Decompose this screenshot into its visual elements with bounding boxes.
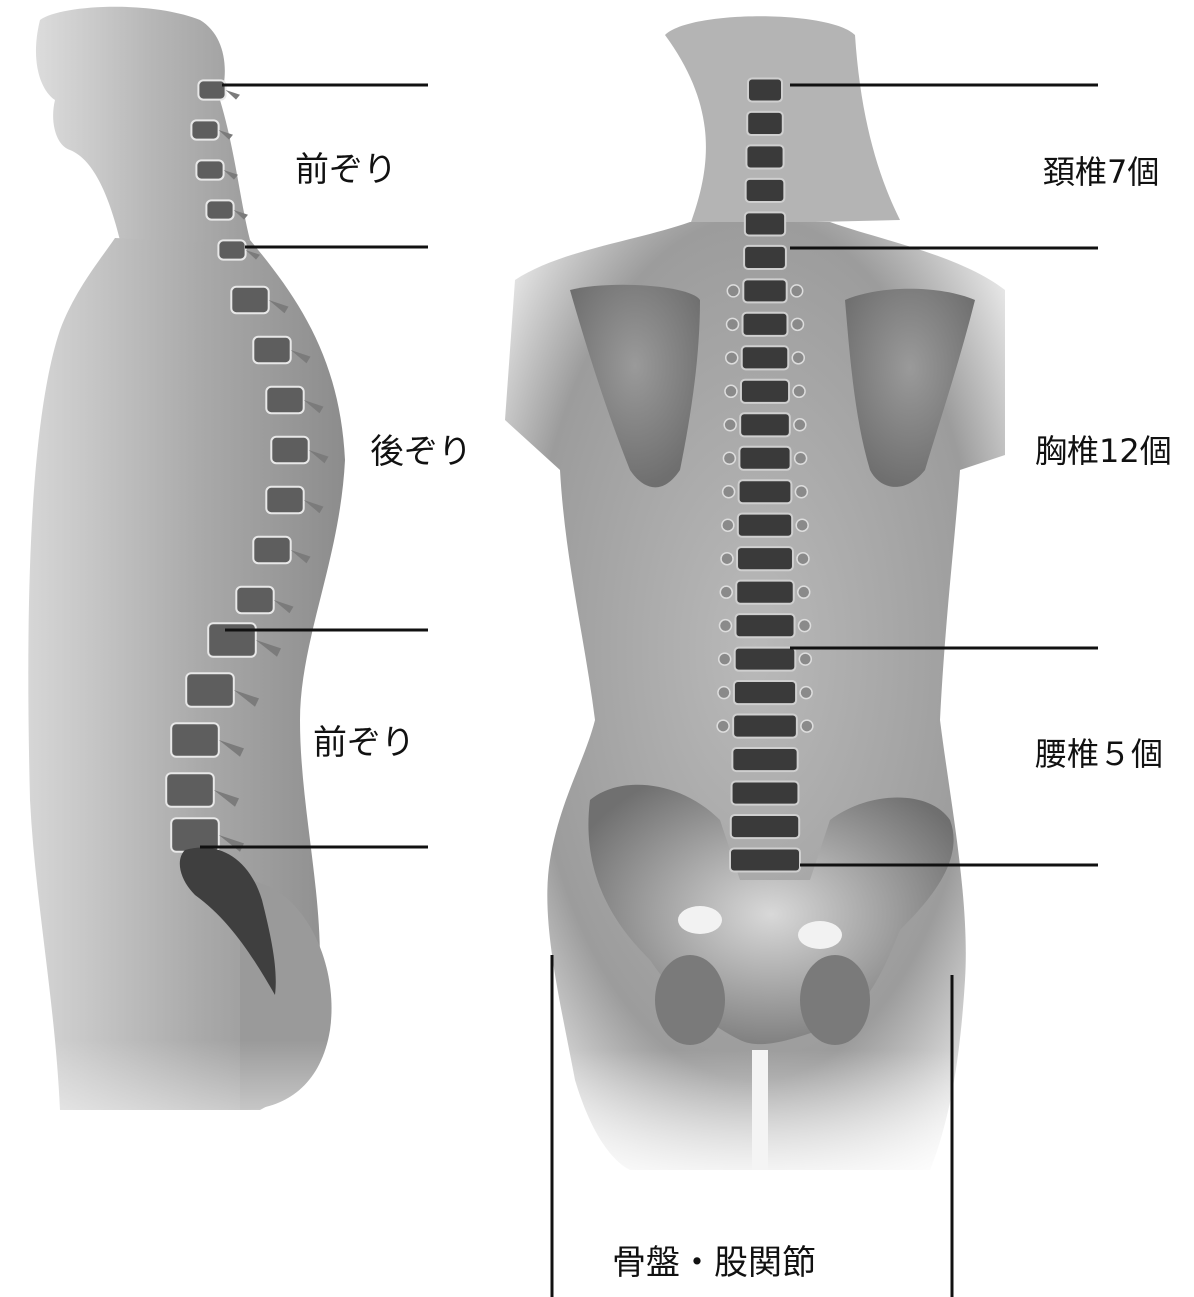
back-transverse-process: [795, 452, 807, 464]
back-transverse-process: [717, 720, 729, 732]
label-cervical-curve: 前ぞり: [295, 150, 397, 190]
back-transverse-process: [791, 285, 803, 297]
back-vertebra: [745, 212, 785, 235]
label-cervical-vertebrae: 頚椎7個: [1043, 153, 1159, 191]
label-lumbar-vertebrae: 腰椎５個: [1035, 735, 1163, 773]
side-vertebra: [196, 160, 223, 179]
side-vertebra: [208, 623, 256, 657]
back-transverse-process: [727, 285, 739, 297]
back-transverse-process: [724, 419, 736, 431]
back-vertebra: [747, 112, 783, 135]
side-vertebra: [206, 200, 233, 219]
back-vertebra: [742, 346, 789, 369]
back-transverse-process: [799, 653, 811, 665]
back-vertebra: [731, 815, 799, 838]
back-vertebra: [746, 145, 783, 168]
back-vertebra: [743, 313, 788, 336]
side-vertebra: [218, 240, 245, 259]
back-transverse-process: [799, 620, 811, 632]
side-vertebra: [253, 337, 290, 363]
back-transverse-process: [726, 352, 738, 364]
side-vertebra: [166, 773, 214, 807]
back-transverse-process: [793, 385, 805, 397]
back-transverse-process: [800, 687, 812, 699]
back-vertebra: [735, 614, 794, 637]
back-vertebra: [748, 78, 782, 101]
back-vertebra: [744, 246, 786, 269]
back-transverse-process: [798, 586, 810, 598]
label-thoracic-vertebrae: 胸椎12個: [1035, 432, 1172, 470]
back-vertebra: [734, 681, 796, 704]
back-vertebra: [732, 748, 797, 771]
back-transverse-process: [722, 519, 734, 531]
back-transverse-process: [794, 419, 806, 431]
leg-gap: [752, 1050, 768, 1170]
right-hip-joint: [800, 955, 870, 1045]
back-transverse-process: [725, 385, 737, 397]
side-vertebra: [186, 673, 234, 707]
right-sacroiliac: [798, 921, 842, 949]
side-vertebra: [266, 387, 303, 413]
back-transverse-process: [719, 620, 731, 632]
back-transverse-process: [720, 586, 732, 598]
back-transverse-process: [797, 553, 809, 565]
back-vertebra: [736, 581, 793, 604]
back-transverse-process: [718, 687, 730, 699]
back-transverse-process: [791, 318, 803, 330]
back-vertebra: [740, 413, 790, 436]
side-vertebra: [253, 537, 290, 563]
back-vertebra: [737, 547, 793, 570]
back-view-figure: [500, 16, 1020, 1200]
label-lumbar-curve: 前ぞり: [313, 723, 415, 763]
back-transverse-process: [801, 720, 813, 732]
label-thoracic-curve: 後ぞり: [370, 432, 472, 472]
back-vertebra: [739, 447, 790, 470]
back-transverse-process: [796, 519, 808, 531]
side-vertebra: [198, 80, 225, 99]
back-transverse-process: [727, 318, 739, 330]
side-spinous-process: [226, 90, 240, 100]
back-transverse-process: [723, 452, 735, 464]
left-sacroiliac: [678, 906, 722, 934]
back-vertebra: [741, 380, 789, 403]
side-vertebra: [236, 587, 273, 613]
side-vertebra: [171, 723, 219, 757]
back-transverse-process: [721, 553, 733, 565]
back-transverse-process: [719, 653, 731, 665]
back-vertebra: [730, 848, 800, 871]
label-pelvis-hip-joint: 骨盤・股関節: [612, 1243, 816, 1283]
back-vertebra: [743, 279, 786, 302]
side-vertebra: [231, 287, 268, 313]
back-vertebra: [746, 179, 785, 202]
back-vertebra: [732, 781, 799, 804]
back-vertebra: [738, 514, 792, 537]
back-vertebra: [739, 480, 792, 503]
back-transverse-process: [723, 486, 735, 498]
back-vertebra: [733, 715, 797, 738]
side-vertebra: [191, 120, 218, 139]
left-hip-joint: [655, 955, 725, 1045]
back-vertebra: [735, 648, 796, 671]
back-transverse-process: [795, 486, 807, 498]
side-vertebra: [266, 487, 303, 513]
side-fade: [0, 1040, 440, 1200]
side-vertebra: [271, 437, 308, 463]
back-transverse-process: [792, 352, 804, 364]
